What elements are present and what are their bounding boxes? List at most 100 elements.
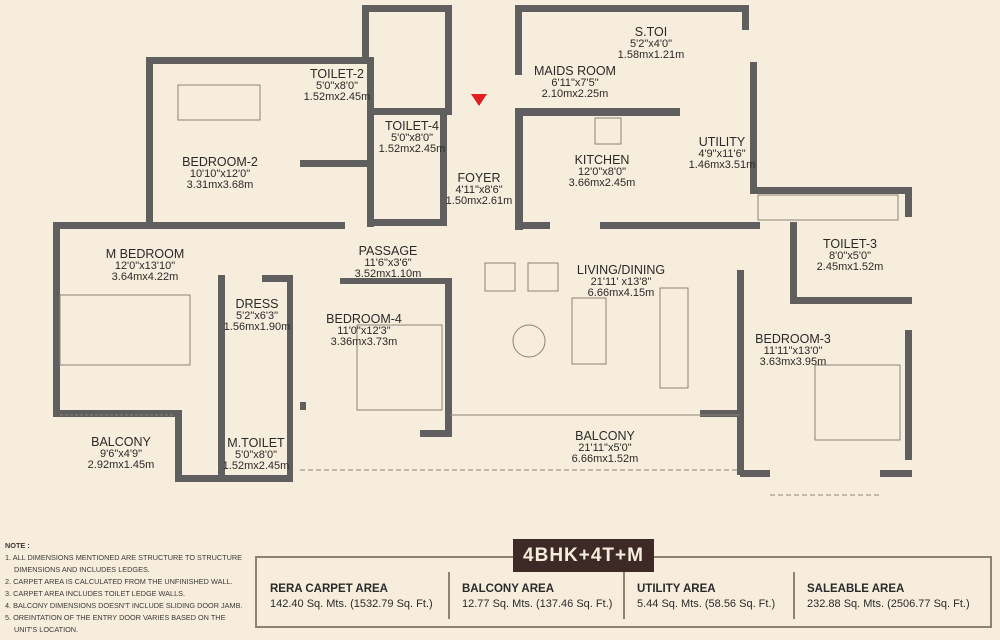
room-dim-m: 1.52mx2.45m	[303, 91, 371, 103]
room-dim-m: 2.92mx1.45m	[87, 459, 155, 471]
note-line: 2. CARPET AREA IS CALCULATED FROM THE UN…	[5, 577, 233, 586]
room-dim-ft: 10'10"x12'0"	[189, 168, 251, 180]
area-saleable: SALEABLE AREA 232.88 Sq. Mts. (2506.77 Sq…	[807, 582, 970, 612]
entry-marker-icon	[471, 94, 487, 106]
note-line: UNIT'S LOCATION.	[14, 625, 79, 634]
room-dim-ft: 5'2"x4'0"	[630, 38, 672, 50]
room-dim-m: 3.63mx3.95m	[759, 356, 827, 368]
room-name: FOYER	[457, 171, 501, 185]
room-name: M.TOILET	[227, 436, 285, 450]
area-rera-carpet: RERA CARPET AREA 142.40 Sq. Mts. (1532.79…	[270, 582, 433, 612]
room-dim-m: 1.58mx1.21m	[617, 49, 685, 61]
room-dim-m: 1.50mx2.61m	[445, 195, 513, 207]
openings	[59, 84, 901, 496]
note-line: 5. OREINTATION OF THE ENTRY DOOR VARIES …	[5, 613, 226, 622]
room-dim-m: 6.66mx4.15m	[587, 287, 655, 299]
room-dim-m: 1.56mx1.90m	[223, 321, 291, 333]
notes: NOTE : 1. ALL DIMENSIONS MENTIONED ARE S…	[5, 540, 243, 636]
room-dim-ft: 5'0"x8'0"	[235, 449, 277, 461]
room-dim-ft: 4'9"x11'6"	[698, 148, 746, 160]
notes-title: NOTE :	[5, 541, 30, 550]
room-name: MAIDS ROOM	[534, 64, 616, 78]
room-name: TOILET-3	[823, 237, 877, 251]
room-dim-m: 2.45mx1.52m	[816, 261, 884, 273]
room-dim-ft: 9'6"x4'9"	[100, 448, 142, 460]
room-dim-m: 3.52mx1.10m	[354, 268, 422, 280]
room-name: BEDROOM-4	[326, 312, 402, 326]
room-name: PASSAGE	[358, 244, 418, 258]
room-dim-m: 1.52mx2.45m	[378, 143, 446, 155]
room-name: LIVING/DINING	[576, 263, 666, 277]
walls	[53, 5, 912, 482]
room-name: BALCONY	[575, 429, 635, 443]
floor-plan	[53, 5, 912, 496]
area-utility: UTILITY AREA 5.44 Sq. Mts. (58.56 Sq. Ft.…	[637, 582, 775, 612]
area-label: SALEABLE AREA	[807, 583, 905, 595]
room-dim-m: 3.36mx3.73m	[330, 336, 398, 348]
area-value: 5.44 Sq. Mts. (58.56 Sq. Ft.)	[637, 598, 776, 610]
room-dim-ft: 12'0"x8'0"	[577, 166, 627, 178]
room-dim-ft: 5'0"x8'0"	[391, 132, 433, 144]
room-dim-ft: 5'2"x6'3"	[236, 310, 278, 322]
area-label: RERA CARPET AREA	[270, 583, 388, 595]
area-label: UTILITY AREA	[637, 583, 716, 595]
area-value: 12.77 Sq. Mts. (137.46 Sq. Ft.)	[462, 598, 613, 610]
room-name: TOILET-4	[385, 119, 439, 133]
area-value: 142.40 Sq. Mts. (1532.79 Sq. Ft.)	[270, 598, 433, 610]
room-dim-m: 3.31mx3.68m	[186, 179, 254, 191]
note-line: 4. BALCONY DIMENSIONS DOESN'T INCLUDE SL…	[5, 601, 243, 610]
room-dim-ft: 12'0"x13'10"	[114, 260, 176, 272]
room-name: M BEDROOM	[105, 247, 185, 261]
room-name: DRESS	[235, 297, 279, 311]
room-name: S.TOI	[634, 25, 668, 39]
divider	[793, 572, 795, 619]
room-name: BEDROOM-3	[755, 332, 831, 346]
note-line: 1. ALL DIMENSIONS MENTIONED ARE STRUCTUR…	[5, 553, 243, 562]
room-dim-ft: 11'11"x13'0"	[763, 345, 823, 357]
room-dim-m: 2.10mx2.25m	[541, 88, 609, 100]
room-dim-ft: 5'0"x8'0"	[316, 80, 358, 92]
area-value: 232.88 Sq. Mts. (2506.77 Sq. Ft.)	[807, 598, 970, 610]
room-dim-m: 6.66mx1.52m	[571, 453, 639, 465]
room-dim-ft: 11'6"x3'6"	[364, 257, 412, 269]
room-dim-m: 3.66mx2.45m	[568, 177, 636, 189]
room-dim-ft: 8'0"x5'0"	[829, 250, 871, 262]
area-balcony: BALCONY AREA 12.77 Sq. Mts. (137.46 Sq. F…	[462, 582, 612, 612]
room-dim-m: 1.52mx2.45m	[222, 460, 290, 472]
room-dim-ft: 6'11"x7'5"	[551, 77, 599, 89]
room-dim-ft: 4'11"x8'6"	[455, 184, 503, 196]
area-label: BALCONY AREA	[462, 583, 555, 595]
room-dim-ft: 21'11' x13'8"	[590, 276, 652, 288]
room-name: TOILET-2	[310, 67, 364, 81]
divider	[623, 572, 625, 619]
room-name: BALCONY	[91, 435, 151, 449]
room-name: UTILITY	[698, 135, 746, 149]
room-name: BEDROOM-2	[182, 155, 258, 169]
note-line: 3. CARPET AREA INCLUDES TOILET LEDGE WAL…	[5, 589, 186, 598]
room-dim-m: 1.46mx3.51m	[688, 159, 756, 171]
room-dim-ft: 21'11"x5'0"	[578, 442, 632, 454]
note-line: DIMENSIONS AND INCLUDES LEDGES.	[14, 565, 150, 574]
divider	[448, 572, 450, 619]
room-dim-m: 3.64mx4.22m	[111, 271, 179, 283]
room-name: KITCHEN	[574, 153, 630, 167]
unit-type-badge: 4BHK+4T+M	[513, 539, 654, 572]
room-dim-ft: 11'0"x12'3"	[337, 325, 391, 337]
